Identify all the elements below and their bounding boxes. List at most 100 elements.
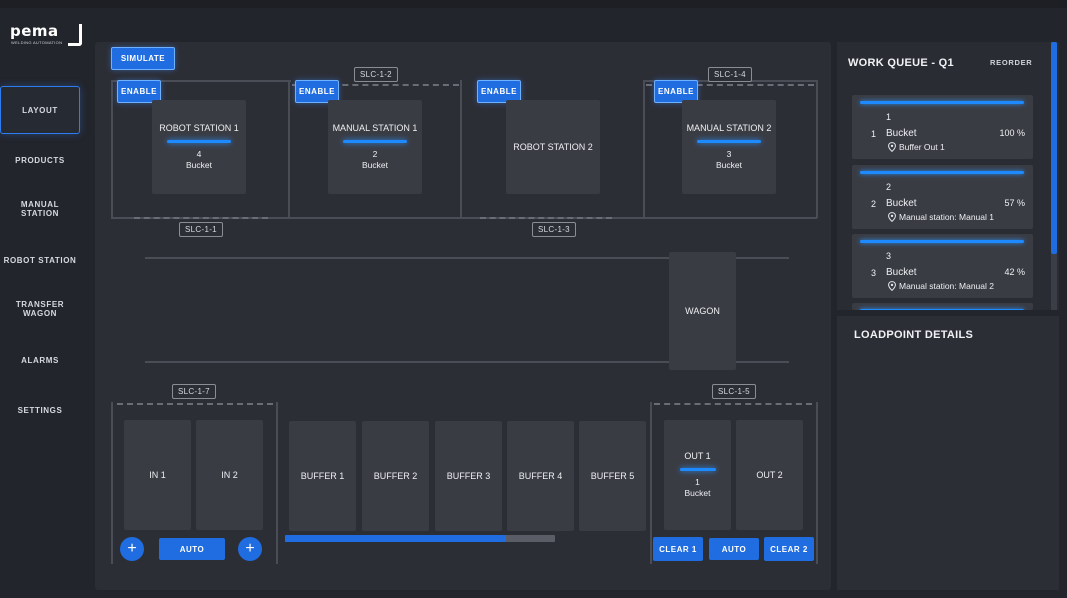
queue-item-product: Bucket (886, 128, 917, 139)
queue-item[interactable]: 2 2 Bucket 57 % Manual station: Manual 1 (852, 165, 1033, 229)
queue-item[interactable]: 1 1 Bucket 100 % Buffer Out 1 (852, 95, 1033, 159)
brand-tagline: WELDING AUTOMATION (11, 40, 63, 45)
logo-mark-icon (68, 24, 82, 46)
divider-line (650, 402, 652, 564)
loadpoint-details-panel: LOADPOINT DETAILS (837, 316, 1059, 590)
output-count: 1 (695, 477, 700, 487)
buffer-progress-track (285, 535, 555, 542)
queue-item-position: 2 (871, 199, 877, 209)
nav-settings[interactable]: SETTINGS (17, 405, 63, 415)
queue-item-location-text: Buffer Out 1 (899, 142, 945, 152)
queue-progress-bar (860, 171, 1024, 174)
station-robot-station-1[interactable]: ROBOT STATION 1 4 Bucket (152, 100, 246, 194)
queue-item-position: 3 (871, 268, 877, 278)
output-name: OUT 1 (684, 451, 711, 461)
queue-item-id: 3 (886, 251, 892, 261)
queue-item-product: Bucket (886, 267, 917, 278)
station-count: 2 (372, 149, 378, 159)
conveyor-dash (134, 217, 268, 219)
slc-label-1-1: SLC-1-1 (179, 222, 223, 237)
transfer-wagon[interactable]: WAGON (669, 252, 736, 370)
slc-label-1-3: SLC-1-3 (532, 222, 576, 237)
buffer-slot-4[interactable]: BUFFER 4 (507, 421, 574, 531)
station-name: MANUAL STATION 1 (332, 123, 418, 133)
add-input-1-button[interactable]: + (120, 537, 144, 561)
divider-line (643, 80, 645, 218)
reorder-button[interactable]: REORDER (990, 58, 1033, 67)
queue-item-location: Manual station: Manual 2 (888, 281, 994, 291)
nav-transfer-wagon[interactable]: TRANSFER WAGON (15, 300, 65, 318)
conveyor-dash (117, 403, 273, 405)
divider-line (288, 80, 290, 218)
conveyor-dash (646, 84, 814, 86)
queue-item-position: 1 (871, 129, 877, 139)
work-queue-title: WORK QUEUE - Q1 (848, 57, 954, 69)
divider-line (276, 402, 278, 564)
output-slot-1[interactable]: OUT 1 1 Bucket (664, 420, 731, 530)
loadpoint-details-title: LOADPOINT DETAILS (854, 329, 974, 341)
queue-item-id: 1 (886, 112, 892, 122)
divider-line (111, 80, 291, 82)
station-progress-bar (167, 140, 231, 143)
station-name: ROBOT STATION 2 (513, 142, 593, 152)
nav-robot-station[interactable]: ROBOT STATION (3, 255, 77, 265)
queue-progress-bar (860, 309, 1024, 310)
queue-item[interactable]: 3 3 Bucket 42 % Manual station: Manual 2 (852, 234, 1033, 298)
conveyor-dash (480, 217, 612, 219)
location-pin-icon (888, 212, 896, 222)
station-name: ROBOT STATION 1 (159, 123, 239, 133)
station-name: MANUAL STATION 2 (686, 123, 772, 133)
output-slot-2[interactable]: OUT 2 (736, 420, 803, 530)
queue-item-location-text: Manual station: Manual 1 (899, 212, 994, 222)
slc-label-1-5: SLC-1-5 (712, 384, 756, 399)
buffer-slot-5[interactable]: BUFFER 5 (579, 421, 646, 531)
output-auto-button[interactable]: AUTO (709, 538, 759, 560)
input-slot-2[interactable]: IN 2 (196, 420, 263, 530)
station-product: Bucket (716, 160, 742, 170)
add-input-2-button[interactable]: + (238, 537, 262, 561)
nav-layout[interactable]: LAYOUT (0, 86, 80, 134)
station-progress-bar (343, 140, 407, 143)
station-product: Bucket (362, 160, 388, 170)
queue-item-percent: 42 % (1004, 267, 1025, 277)
queue-item-partial[interactable] (852, 303, 1033, 310)
pema-logo: pema WELDING AUTOMATION (10, 22, 82, 48)
nav-products[interactable]: PRODUCTS (15, 155, 65, 165)
input-auto-button[interactable]: AUTO (159, 538, 225, 560)
divider-line (111, 217, 817, 219)
queue-progress-bar (860, 101, 1024, 104)
station-robot-station-2[interactable]: ROBOT STATION 2 (506, 100, 600, 194)
station-manual-station-2[interactable]: MANUAL STATION 2 3 Bucket (682, 100, 776, 194)
queue-item-percent: 100 % (999, 128, 1025, 138)
divider-line (816, 402, 818, 564)
divider-line (111, 80, 113, 218)
divider-line (111, 402, 113, 564)
location-pin-icon (888, 281, 896, 291)
station-count: 3 (726, 149, 732, 159)
queue-item-location: Manual station: Manual 1 (888, 212, 994, 222)
clear-output-1-button[interactable]: CLEAR 1 (653, 537, 703, 561)
conveyor-dash (654, 403, 812, 405)
station-manual-station-1[interactable]: MANUAL STATION 1 2 Bucket (328, 100, 422, 194)
buffer-slot-2[interactable]: BUFFER 2 (362, 421, 429, 531)
work-queue-panel: WORK QUEUE - Q1 REORDER 1 1 Bucket 100 %… (837, 42, 1059, 310)
enable-button-manual-station-2[interactable]: ENABLE (654, 80, 698, 103)
buffer-slot-1[interactable]: BUFFER 1 (289, 421, 356, 531)
nav-alarms[interactable]: ALARMS (21, 355, 59, 365)
station-count: 4 (196, 149, 202, 159)
location-pin-icon (888, 142, 896, 152)
slc-label-1-7: SLC-1-7 (172, 384, 216, 399)
top-bar (0, 0, 1067, 8)
nav-manual-station[interactable]: MANUAL STATION (20, 200, 60, 218)
enable-button-manual-station-1[interactable]: ENABLE (295, 80, 339, 103)
input-slot-1[interactable]: IN 1 (124, 420, 191, 530)
clear-output-2-button[interactable]: CLEAR 2 (764, 537, 814, 561)
buffer-slot-3[interactable]: BUFFER 3 (435, 421, 502, 531)
conveyor-dash (292, 84, 459, 86)
slc-label-1-2: SLC-1-2 (354, 67, 398, 82)
enable-button-robot-station-2[interactable]: ENABLE (477, 80, 521, 103)
simulate-button[interactable]: SIMULATE (111, 47, 175, 70)
enable-button-robot-station-1[interactable]: ENABLE (117, 80, 161, 103)
queue-scrollbar-thumb[interactable] (1051, 42, 1057, 254)
station-product: Bucket (186, 160, 212, 170)
